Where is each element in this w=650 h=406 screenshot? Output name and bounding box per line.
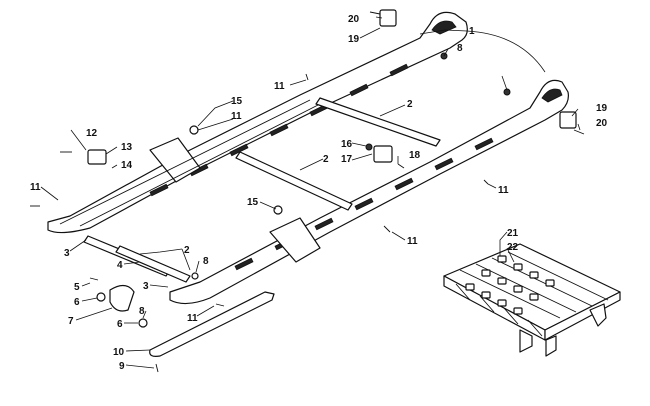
- callout-20-top: 20: [348, 14, 360, 25]
- callout-11-upper: 11: [231, 111, 242, 122]
- callout-1: 1: [469, 26, 475, 37]
- callout-19-top: 19: [348, 34, 360, 45]
- callout-11-right: 11: [498, 185, 509, 196]
- callout-9: 9: [119, 361, 125, 372]
- callout-21: 21: [507, 228, 519, 239]
- callout-6-left: 6: [74, 297, 80, 308]
- callout-8-mid: 8: [203, 256, 209, 267]
- callout-8-lower: 8: [139, 306, 145, 317]
- callout-2-mid: 2: [323, 154, 329, 165]
- wear-strip: [149, 291, 275, 357]
- cross-shafts: [83, 97, 441, 283]
- callout-6-right: 6: [117, 319, 123, 330]
- callout-19-right: 19: [596, 103, 608, 114]
- callout-3-left: 3: [64, 248, 70, 259]
- callout-17: 17: [341, 154, 353, 165]
- callout-4: 4: [117, 260, 123, 271]
- callout-5: 5: [74, 282, 80, 293]
- track-section: [443, 243, 621, 357]
- callout-12: 12: [86, 128, 98, 139]
- callout-11-top: 11: [274, 81, 285, 92]
- callout-22: 22: [507, 242, 519, 253]
- hardware: [30, 9, 585, 373]
- callout-13: 13: [121, 142, 133, 153]
- callout-16: 16: [341, 139, 353, 150]
- callout-20-right: 20: [596, 118, 608, 129]
- rail-upper-slots: [149, 63, 409, 197]
- callout-labels: 1 8 20 19 11 2 15 11 19 20 16 17 18 11 2…: [30, 14, 608, 372]
- callout-14: 14: [121, 160, 133, 171]
- callout-15-mid: 15: [247, 197, 259, 208]
- callout-18: 18: [409, 150, 421, 161]
- callout-2-top: 2: [407, 99, 413, 110]
- callout-3-lower: 3: [143, 281, 149, 292]
- callout-11-left: 11: [30, 182, 41, 193]
- callout-11-lower: 11: [187, 313, 198, 324]
- leader-lines: [40, 16, 581, 369]
- rail-upper: [47, 11, 468, 234]
- callout-8-top: 8: [457, 43, 463, 54]
- callout-11-mid: 11: [407, 236, 418, 247]
- rail-lower: [169, 79, 569, 305]
- callout-2-lower: 2: [184, 245, 190, 256]
- callout-7: 7: [68, 316, 74, 327]
- callout-10: 10: [113, 347, 125, 358]
- callout-15-upper: 15: [231, 96, 243, 107]
